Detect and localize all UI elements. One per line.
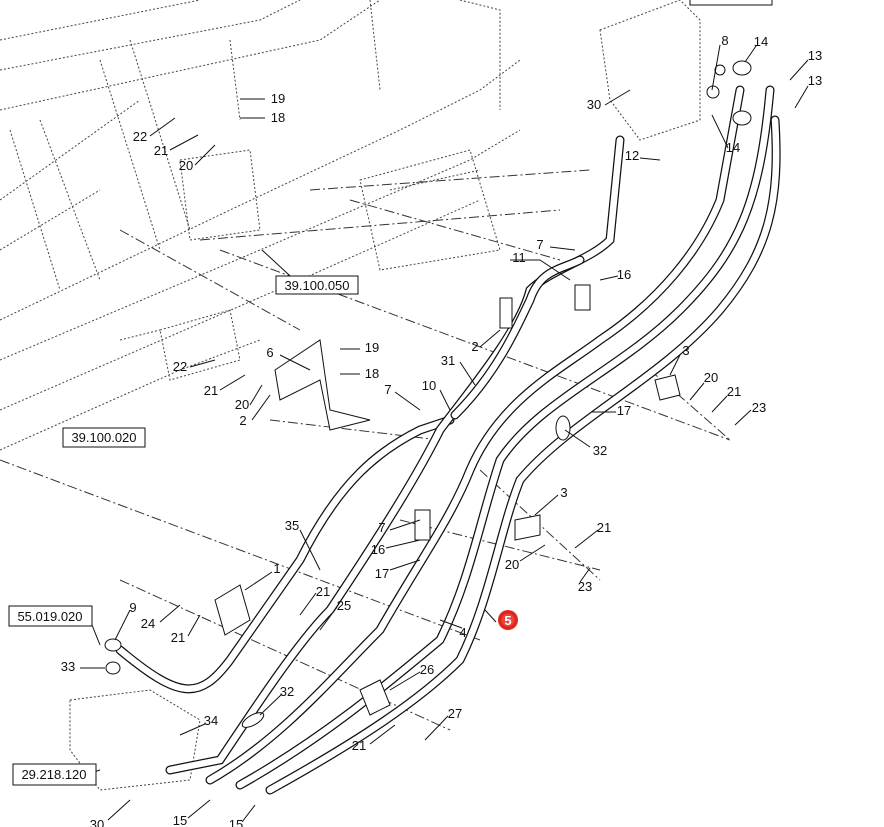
callout: 19 — [365, 340, 379, 355]
callout: 19 — [271, 91, 285, 106]
reference-box-3[interactable]: 55.019.020 — [8, 605, 93, 627]
callout: 23 — [752, 400, 766, 415]
callout: 31 — [441, 353, 455, 368]
callout: 11 — [512, 250, 526, 265]
callout: 10 — [422, 378, 436, 393]
reference-box-4[interactable]: 29.218.120 — [12, 763, 97, 786]
callout: 7 — [384, 382, 391, 397]
reference-box-2[interactable]: 39.100.020 — [62, 427, 146, 448]
reference-box-cut-off — [689, 0, 773, 6]
callout: 21 — [727, 384, 741, 399]
callout: 7 — [378, 520, 385, 535]
callout: 1 — [273, 561, 280, 576]
reference-label: 55.019.020 — [17, 609, 82, 624]
clamps-and-brackets — [104, 60, 752, 728]
callout: 20 — [179, 158, 193, 173]
callout: 23 — [578, 579, 592, 594]
callout: 3 — [560, 485, 567, 500]
callout: 17 — [375, 566, 389, 581]
callout: 13 — [808, 48, 822, 63]
callout: 16 — [617, 267, 631, 282]
callout: 20 — [704, 370, 718, 385]
callout: 22 — [133, 129, 147, 144]
callout: 14 — [726, 140, 740, 155]
callout: 17 — [617, 403, 631, 418]
callout: 12 — [625, 148, 639, 163]
callout: 21 — [154, 143, 168, 158]
callout: 21 — [352, 738, 366, 753]
callout: 34 — [204, 713, 218, 728]
callout: 21 — [597, 520, 611, 535]
callout: 4 — [459, 625, 466, 640]
callout: 9 — [129, 600, 136, 615]
callout: 30 — [587, 97, 601, 112]
frame-structure — [0, 0, 701, 791]
callout: 20 — [505, 557, 519, 572]
callout: 18 — [271, 110, 285, 125]
callout: 32 — [593, 443, 607, 458]
callout: 33 — [61, 659, 75, 674]
callout: 18 — [365, 366, 379, 381]
callout: 35 — [285, 518, 299, 533]
callout: 20 — [235, 397, 249, 412]
reference-box-1[interactable]: 39.100.050 — [275, 275, 359, 295]
callout: 8 — [721, 33, 728, 48]
reference-label: 39.100.050 — [284, 278, 349, 293]
callout: 30 — [90, 817, 104, 827]
callout: 2 — [239, 413, 246, 428]
hoses — [115, 85, 781, 795]
callout: 24 — [141, 616, 155, 631]
highlighted-callout-5[interactable]: 5 — [498, 610, 518, 630]
callout: 26 — [420, 662, 434, 677]
callout: 3 — [682, 343, 689, 358]
reference-label: 39.100.020 — [71, 430, 136, 445]
callout: 25 — [337, 598, 351, 613]
callout: 16 — [371, 542, 385, 557]
callout: 14 — [754, 34, 768, 49]
callout: 6 — [266, 345, 273, 360]
callout: 22 — [173, 359, 187, 374]
callout: 15 — [229, 817, 243, 827]
callout: 21 — [316, 584, 330, 599]
callout: 21 — [171, 630, 185, 645]
callout: 32 — [280, 684, 294, 699]
callout: 27 — [448, 706, 462, 721]
callout: 2 — [471, 339, 478, 354]
callout: 15 — [173, 813, 187, 827]
callout-label: 5 — [504, 613, 511, 628]
callout: 13 — [808, 73, 822, 88]
reference-label: 29.218.120 — [21, 767, 86, 782]
callout-labels: 19 18 22 21 20 11 7 16 2 31 6 19 18 22 2… — [61, 33, 822, 827]
callout: 21 — [204, 383, 218, 398]
callout: 7 — [536, 237, 543, 252]
